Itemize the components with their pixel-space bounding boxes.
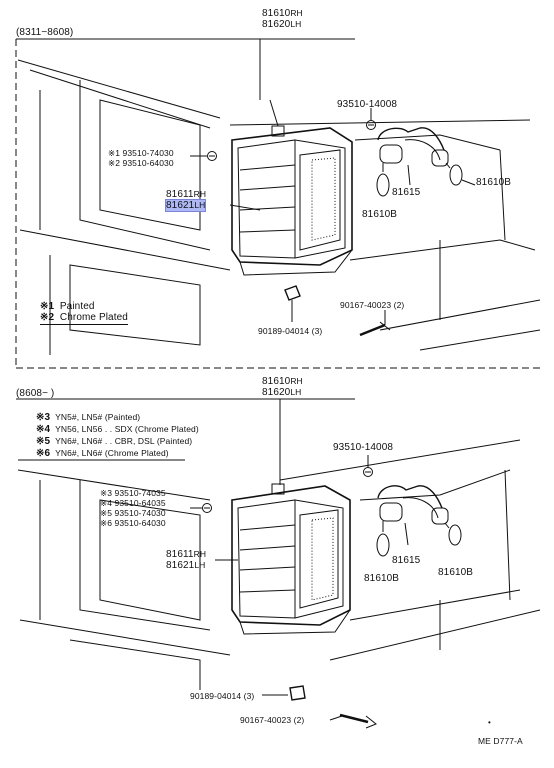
bottom-panel-frame <box>16 398 355 485</box>
bottom-bracket-screw: 93510-14008 <box>333 442 394 453</box>
bottom-legend-3: ※3 YN5#, LN5# (Painted) <box>36 412 140 423</box>
top-screw-bottom: 90167-40023 (2) <box>340 300 405 310</box>
bottom-lens-lh-number: 81621 <box>166 560 195 571</box>
bottom-lens-rh-number: 81611 <box>166 549 194 560</box>
bottom-screw-6: ※6 93510-64030 <box>100 518 166 528</box>
bottom-leaders <box>190 507 238 561</box>
bottom-screws <box>202 455 373 513</box>
bottom-assy-rh: 81610RH <box>262 376 303 387</box>
bottom-assy-rh-number: 81610 <box>262 376 291 387</box>
bottom-fasteners <box>262 685 377 729</box>
top-vehicle-body <box>17 59 541 355</box>
top-leaders <box>190 99 279 211</box>
top-panel-frame <box>15 38 540 369</box>
bottom-screw-4: ※4 93510-64035 <box>100 498 166 508</box>
top-lens-rh: 81611RH <box>166 189 206 200</box>
top-assy-lh: 81620LH <box>262 19 301 30</box>
bottom-legend-4-text: YN56, LN56 . . SDX (Chrome Plated) <box>55 424 199 434</box>
bottom-legend-6-mark: ※6 <box>36 448 51 459</box>
top-legend-1: ※1 Painted <box>40 302 95 312</box>
bottom-assy-lh: 81620LH <box>262 387 301 398</box>
figure-id: ME D777-A <box>478 736 523 746</box>
top-assy-lh-number: 81620 <box>262 19 291 30</box>
bottom-socket-bulbs <box>376 485 462 557</box>
bottom-vehicle-body <box>17 439 541 690</box>
top-legend-1-mark: ※1 <box>40 301 55 312</box>
bottom-legend-5: ※5 YN6#, LN6# . . CBR, DSL (Painted) <box>36 436 192 447</box>
bottom-legend-4-mark: ※4 <box>36 424 51 435</box>
top-legend-1-text: Painted <box>59 301 95 312</box>
top-lens-lh-number: 81621 <box>166 200 195 211</box>
bottom-lamp-assembly <box>231 483 351 635</box>
top-bulb-left: 81610B <box>362 209 398 220</box>
top-screws <box>207 108 376 161</box>
top-socket-bulbs <box>376 127 476 197</box>
top-screw-2: ※2 93510-64030 <box>108 158 174 168</box>
bottom-assy-rh-suffix: RH <box>290 376 303 386</box>
top-bracket-screw: 93510-14008 <box>337 99 398 110</box>
bottom-assy-lh-number: 81620 <box>262 387 291 398</box>
top-lamp-assembly <box>231 125 353 276</box>
bottom-nut: 90189-04014 (3) <box>190 691 255 701</box>
top-socket: 81615 <box>392 187 421 198</box>
top-lens-rh-suffix: RH <box>193 189 207 199</box>
bottom-screw-5: ※5 93510-74030 <box>100 508 166 518</box>
bottom-lens-lh-suffix: LH <box>194 560 206 570</box>
bottom-lens-rh: 81611RH <box>166 549 206 560</box>
bottom-lens-rh-suffix: RH <box>193 549 207 559</box>
top-fasteners <box>284 285 391 337</box>
top-lens-rh-number: 81611 <box>166 189 194 200</box>
top-lens-lh-suffix: LH <box>194 200 206 210</box>
top-nut: 90189-04014 (3) <box>258 326 323 336</box>
top-legend-2-text: Chrome Plated <box>59 312 128 323</box>
bottom-bulb-right: 81610B <box>438 567 474 578</box>
bottom-date-range: (8608− ) <box>16 388 55 399</box>
top-assy-rh-number: 81610 <box>262 8 291 19</box>
bottom-screw-bottom: 90167-40023 (2) <box>240 715 305 725</box>
bottom-legend-6: ※6 YN6#, LN6# (Chrome Plated) <box>36 448 169 459</box>
bottom-screw-3: ※3 93510-74035 <box>100 488 166 498</box>
bottom-legend-5-mark: ※5 <box>36 436 51 447</box>
bottom-assy-lh-suffix: LH <box>290 387 302 397</box>
bottom-legend-4: ※4 YN56, LN56 . . SDX (Chrome Plated) <box>36 424 199 435</box>
top-assy-rh-suffix: RH <box>290 8 303 18</box>
top-legend-2: ※2 Chrome Plated <box>40 313 128 325</box>
bottom-legend-6-text: YN6#, LN6# (Chrome Plated) <box>55 448 169 458</box>
top-legend-2-mark: ※2 <box>40 312 55 323</box>
bottom-lens-lh: 81621LH <box>166 560 205 571</box>
top-bulb-right: 81610B <box>476 177 512 188</box>
dot-mark: • <box>488 718 491 727</box>
top-date-range: (8311−8608) <box>16 27 74 38</box>
bottom-legend-5-text: YN6#, LN6# . . CBR, DSL (Painted) <box>55 436 193 446</box>
top-assy-lh-suffix: LH <box>290 19 302 29</box>
bottom-bulb-left: 81610B <box>364 573 400 584</box>
top-screw-1: ※1 93510-74030 <box>108 148 174 158</box>
bottom-legend-3-text: YN5#, LN5# (Painted) <box>55 412 141 422</box>
bottom-socket: 81615 <box>392 555 421 566</box>
top-lens-lh-highlighted: 81621LH <box>164 199 207 212</box>
bottom-legend-3-mark: ※3 <box>36 412 51 423</box>
top-assy-rh: 81610RH <box>262 8 303 19</box>
